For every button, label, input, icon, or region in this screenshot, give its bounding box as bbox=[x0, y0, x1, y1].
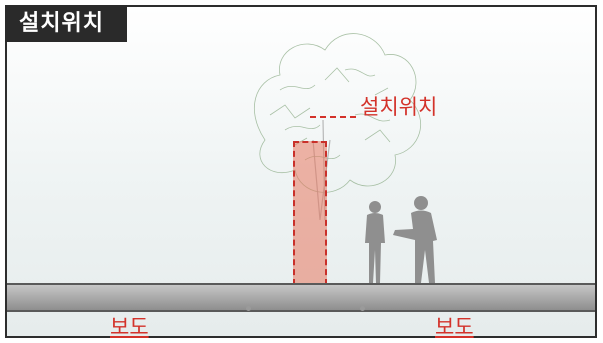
tree-illustration bbox=[254, 33, 421, 220]
callout-leader-line bbox=[310, 116, 356, 118]
sidewalk-strip bbox=[7, 283, 595, 312]
page-title: 설치위치 bbox=[5, 5, 127, 42]
sidewalk-marker-dot bbox=[360, 306, 365, 311]
installation-marker bbox=[293, 141, 327, 285]
sidewalk-label-right: 보도 bbox=[435, 315, 474, 339]
sidewalk-marker-dot bbox=[246, 306, 251, 311]
callout-label: 설치위치 bbox=[360, 95, 438, 119]
people-silhouette bbox=[365, 196, 437, 283]
sidewalk-label-left: 보도 bbox=[110, 315, 149, 339]
